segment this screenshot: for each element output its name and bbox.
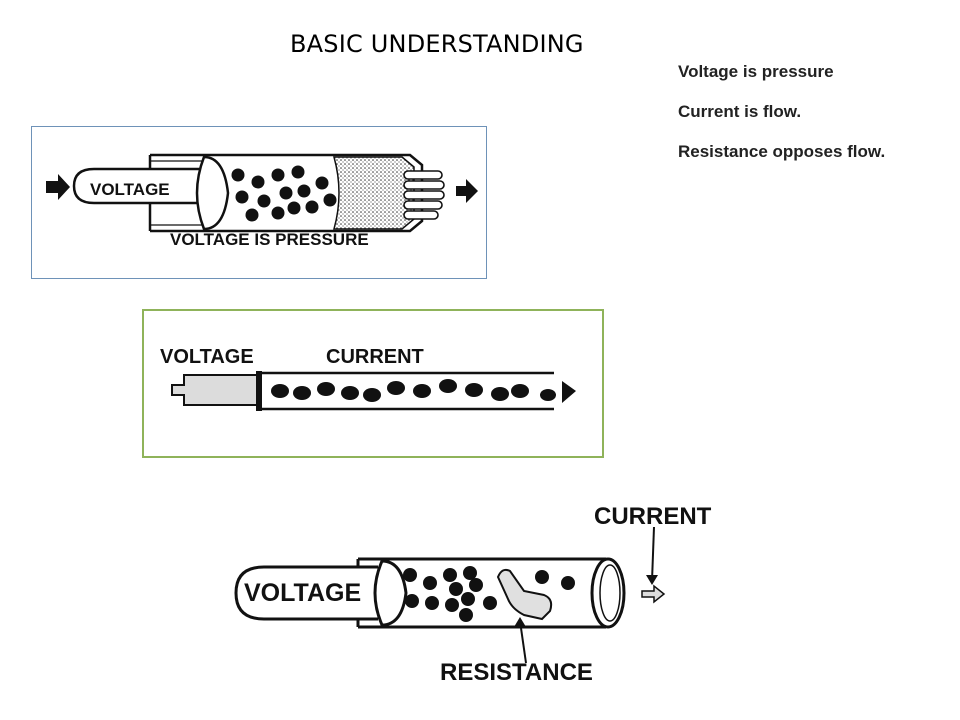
fact-resistance: Resistance opposes flow. (678, 142, 886, 161)
electrons (403, 566, 575, 622)
facts-list: Voltage is pressure Current is flow. Res… (678, 62, 885, 182)
piston (195, 155, 230, 231)
plunger-rod (72, 167, 212, 205)
fact-voltage: Voltage is pressure (678, 62, 834, 81)
resistance-pointer (519, 620, 527, 664)
voltage-label: VOLTAGE (90, 180, 170, 199)
plunger-rod (234, 565, 378, 621)
voltage-label: VOLTAGE (160, 346, 254, 368)
electrons (271, 379, 556, 402)
plunger (171, 374, 261, 406)
input-arrow-icon (46, 174, 70, 200)
page-title: BASIC UNDERSTANDING (290, 30, 584, 58)
current-label: CURRENT (594, 503, 712, 530)
voltage-current-diagram: VOLTAGE CURRENT (142, 309, 604, 458)
resistance-illustration (234, 526, 666, 664)
fact-current: Current is flow. (678, 102, 802, 121)
flow-arrow-icon (562, 381, 576, 403)
voltage-pressure-illustration (46, 153, 478, 233)
resistance-diagram: VOLTAGE CURRENT RESISTANCE (230, 495, 722, 691)
current-arrow-icon (641, 584, 666, 604)
resistance-hand-icon (496, 568, 553, 621)
voltage-label: VOLTAGE (244, 579, 362, 607)
output-arrow-icon (456, 179, 478, 203)
electrons (231, 165, 337, 222)
diagram-caption: VOLTAGE IS PRESSURE (170, 230, 369, 249)
current-pointer (651, 526, 655, 582)
stippled-resistance (333, 156, 415, 230)
voltage-current-illustration (171, 371, 576, 411)
resistance-label: RESISTANCE (440, 659, 593, 686)
piston (256, 371, 262, 411)
wire-bundle (403, 170, 445, 220)
current-label: CURRENT (326, 346, 424, 368)
piston (373, 559, 408, 627)
voltage-pressure-diagram: VOLTAGE VOLTAGE IS PRESSURE (31, 126, 487, 279)
